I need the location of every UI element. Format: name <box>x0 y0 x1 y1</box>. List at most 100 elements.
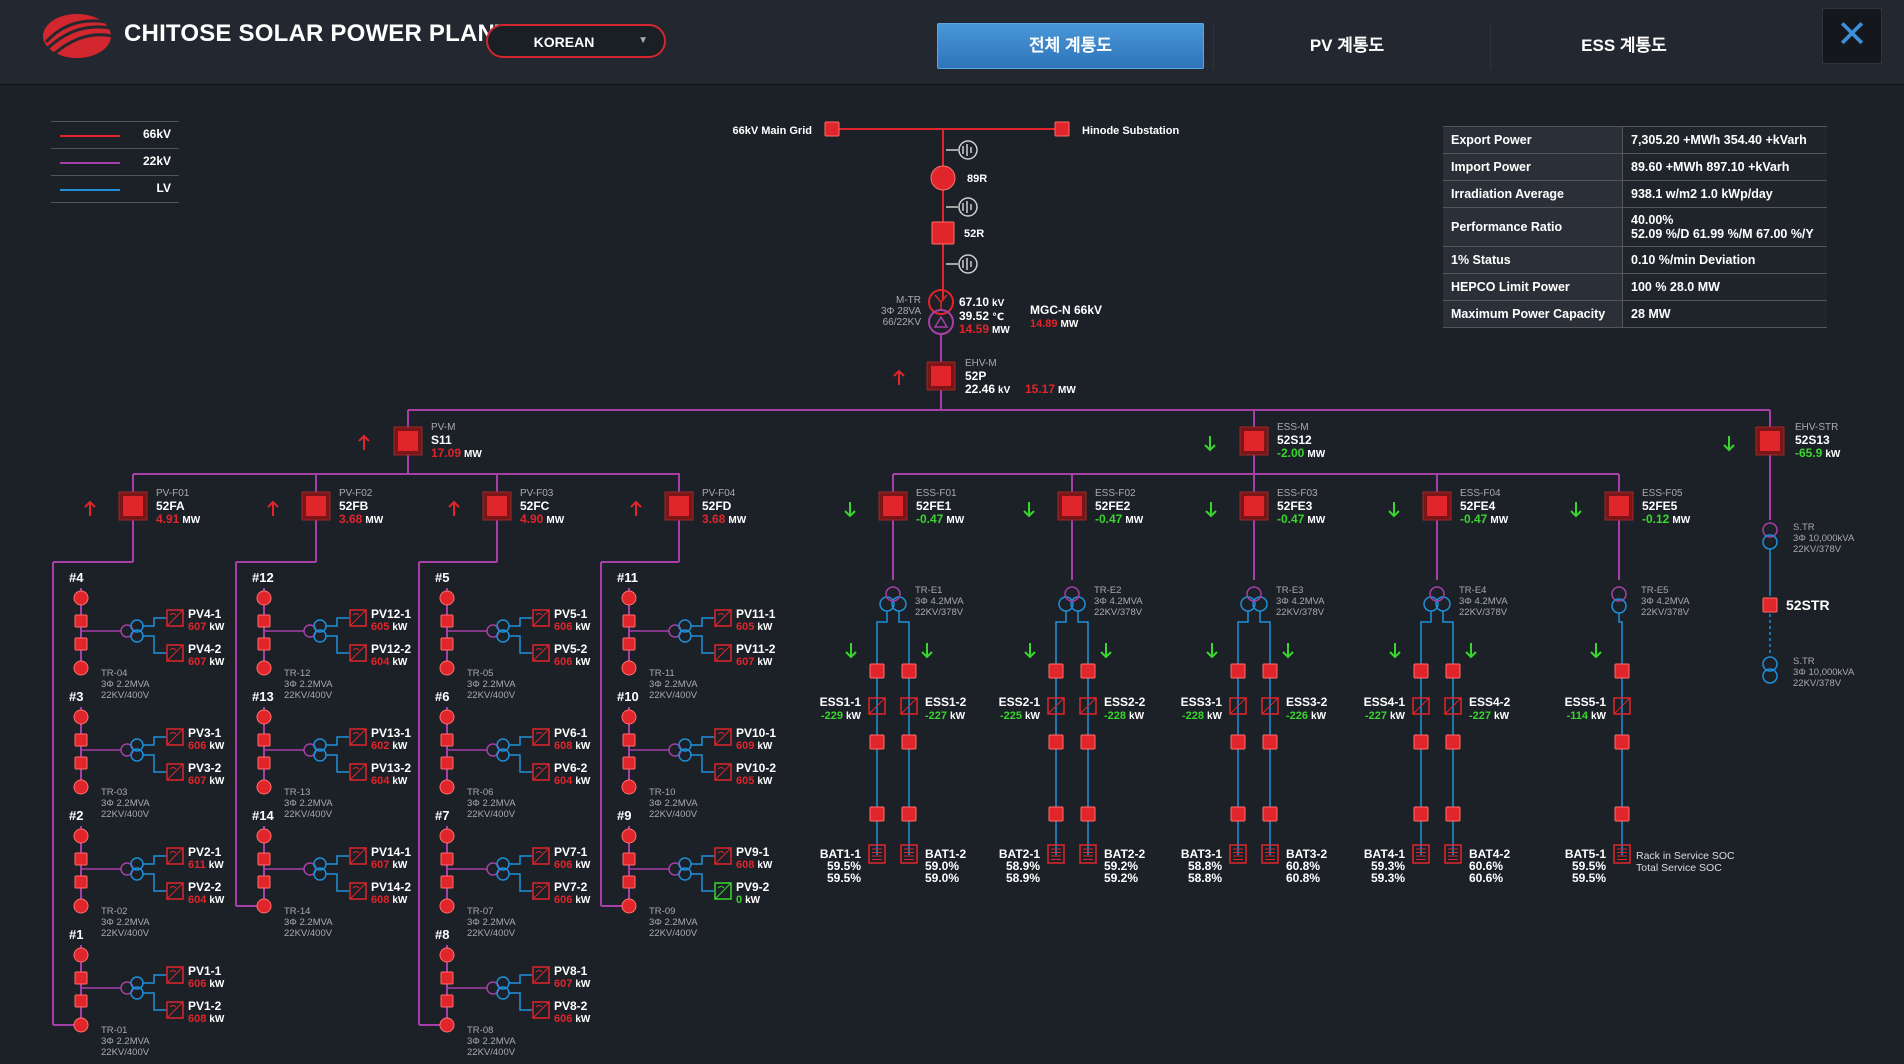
lv-wire <box>509 974 532 984</box>
ess-trafo-name: TR-E1 <box>915 585 942 596</box>
pv-inverter-name: PV8-2 <box>554 999 588 1013</box>
52str-label: 52STR <box>1786 597 1830 613</box>
pv-group-number: #13 <box>252 689 274 704</box>
tab-pv-diagram[interactable]: PV 계통도 <box>1213 23 1480 69</box>
value-number: -225 <box>1000 710 1022 722</box>
arrow-down-icon <box>1024 643 1036 659</box>
close-icon: ✕ <box>1836 14 1868 56</box>
pv-trafo-spec: 22KV/400V <box>284 809 333 820</box>
ess-trafo-spec: 22KV/378V <box>1094 607 1143 618</box>
circuit-breaker-icon <box>1445 806 1461 822</box>
circuit-breaker-icon <box>257 637 271 651</box>
pcs-mark <box>900 697 918 715</box>
ground-switch-icon <box>958 140 978 160</box>
disconnector-icon <box>621 898 637 914</box>
inverter-mark <box>532 763 550 781</box>
arrow-down-icon <box>1206 643 1218 659</box>
lv-wire <box>143 754 166 773</box>
value-number: -229 <box>821 710 843 722</box>
value-number: 611 <box>188 859 206 871</box>
pv-trafo-spec: 22KV/400V <box>101 809 150 820</box>
mtr-spec: 66/22KV <box>883 317 922 328</box>
battery-name: BAT2-2 <box>1104 847 1145 861</box>
value-unit: MW <box>728 515 746 526</box>
legend-row-lv: LV <box>51 175 179 203</box>
circuit-breaker-icon <box>901 734 917 750</box>
ess-trafo-name: TR-E5 <box>1641 585 1668 596</box>
lv-wire <box>509 992 532 1011</box>
pv-trafo-name: TR-10 <box>649 787 675 798</box>
language-select[interactable]: KOREAN ▼ <box>486 24 666 58</box>
circuit-breaker-icon <box>1262 734 1278 750</box>
circuit-breaker-icon <box>74 852 88 866</box>
circuit-breaker-icon <box>1413 734 1429 750</box>
pv-inverter-icon <box>166 882 184 900</box>
value-unit: kW <box>575 979 591 990</box>
main-transformer-icon <box>928 289 954 315</box>
breaker-52str-icon <box>1762 597 1778 613</box>
pv-trafo-name: TR-12 <box>284 668 310 679</box>
circuit-breaker-icon <box>1244 431 1264 451</box>
pcs-name: ESS4-1 <box>1364 695 1406 709</box>
value-number: -114 <box>1567 710 1589 722</box>
pv-trafo-name: TR-02 <box>101 906 127 917</box>
disconnector-icon <box>621 828 637 844</box>
inverter-mark <box>717 613 725 616</box>
circuit-breaker-icon <box>869 663 885 679</box>
pcs-name: ESS3-2 <box>1286 695 1328 709</box>
tab-ess-diagram[interactable]: ESS 계통도 <box>1490 23 1757 69</box>
transformer-icon <box>885 586 901 602</box>
pv-group-number: #8 <box>435 927 449 942</box>
inverter-mark <box>532 882 550 900</box>
tab-overall-diagram[interactable]: 전체 계통도 <box>937 23 1204 69</box>
inverter-mark <box>532 728 550 746</box>
battery-name: BAT3-2 <box>1286 847 1327 861</box>
circuit-breaker-icon <box>1062 496 1082 516</box>
value-unit: kW <box>846 711 862 722</box>
value-unit: MW <box>1125 515 1143 526</box>
pv-inverter-name: PV5-1 <box>554 607 588 621</box>
disconnector-icon <box>73 947 89 963</box>
inverter-mark <box>714 882 732 900</box>
value-number: -0.12 <box>1642 512 1670 526</box>
pv-inverter-icon <box>532 728 550 746</box>
str-trafo-spec: 3Φ 10,000kVA <box>1793 667 1855 678</box>
inverter-mark <box>532 966 550 984</box>
ess-feeder-tag: ESS-F02 <box>1095 488 1136 499</box>
circuit-breaker-icon <box>306 496 326 516</box>
circuit-breaker-icon <box>440 852 454 866</box>
value-number: 608 <box>188 1013 206 1025</box>
ess-feeder-name: 52FE1 <box>916 499 952 513</box>
ess-trafo-spec: 22KV/378V <box>1641 607 1690 618</box>
pv-trafo-spec: 22KV/400V <box>467 809 516 820</box>
circuit-breaker-icon <box>1048 734 1064 750</box>
value-unit: kW <box>392 895 408 906</box>
disconnector-icon <box>73 779 89 795</box>
pcs-name: ESS2-1 <box>999 695 1041 709</box>
battery-total-soc: 58.9% <box>1006 871 1040 885</box>
inverter-mark <box>169 613 177 616</box>
pv-inverter-icon <box>166 728 184 746</box>
info-value-line: 52.09 %/D 61.99 %/M 67.00 %/Y <box>1631 227 1814 241</box>
pcs-name: ESS1-2 <box>925 695 967 709</box>
transformer-icon <box>1429 586 1445 602</box>
battery-icon <box>1613 844 1631 864</box>
transformer-icon <box>1064 586 1080 602</box>
info-value: 28 MW <box>1622 300 1827 328</box>
inverter-mark <box>169 886 177 889</box>
info-value-line: 40.00% <box>1631 213 1674 227</box>
lv-wire <box>691 855 714 865</box>
pcs-name: ESS3-1 <box>1181 695 1223 709</box>
value-unit: kW <box>575 776 591 787</box>
lv-wire <box>143 974 166 984</box>
value-number: 17.09 <box>431 446 461 460</box>
close-button[interactable]: ✕ <box>1822 8 1882 64</box>
main-cb-tag: EHV-M <box>965 358 997 369</box>
